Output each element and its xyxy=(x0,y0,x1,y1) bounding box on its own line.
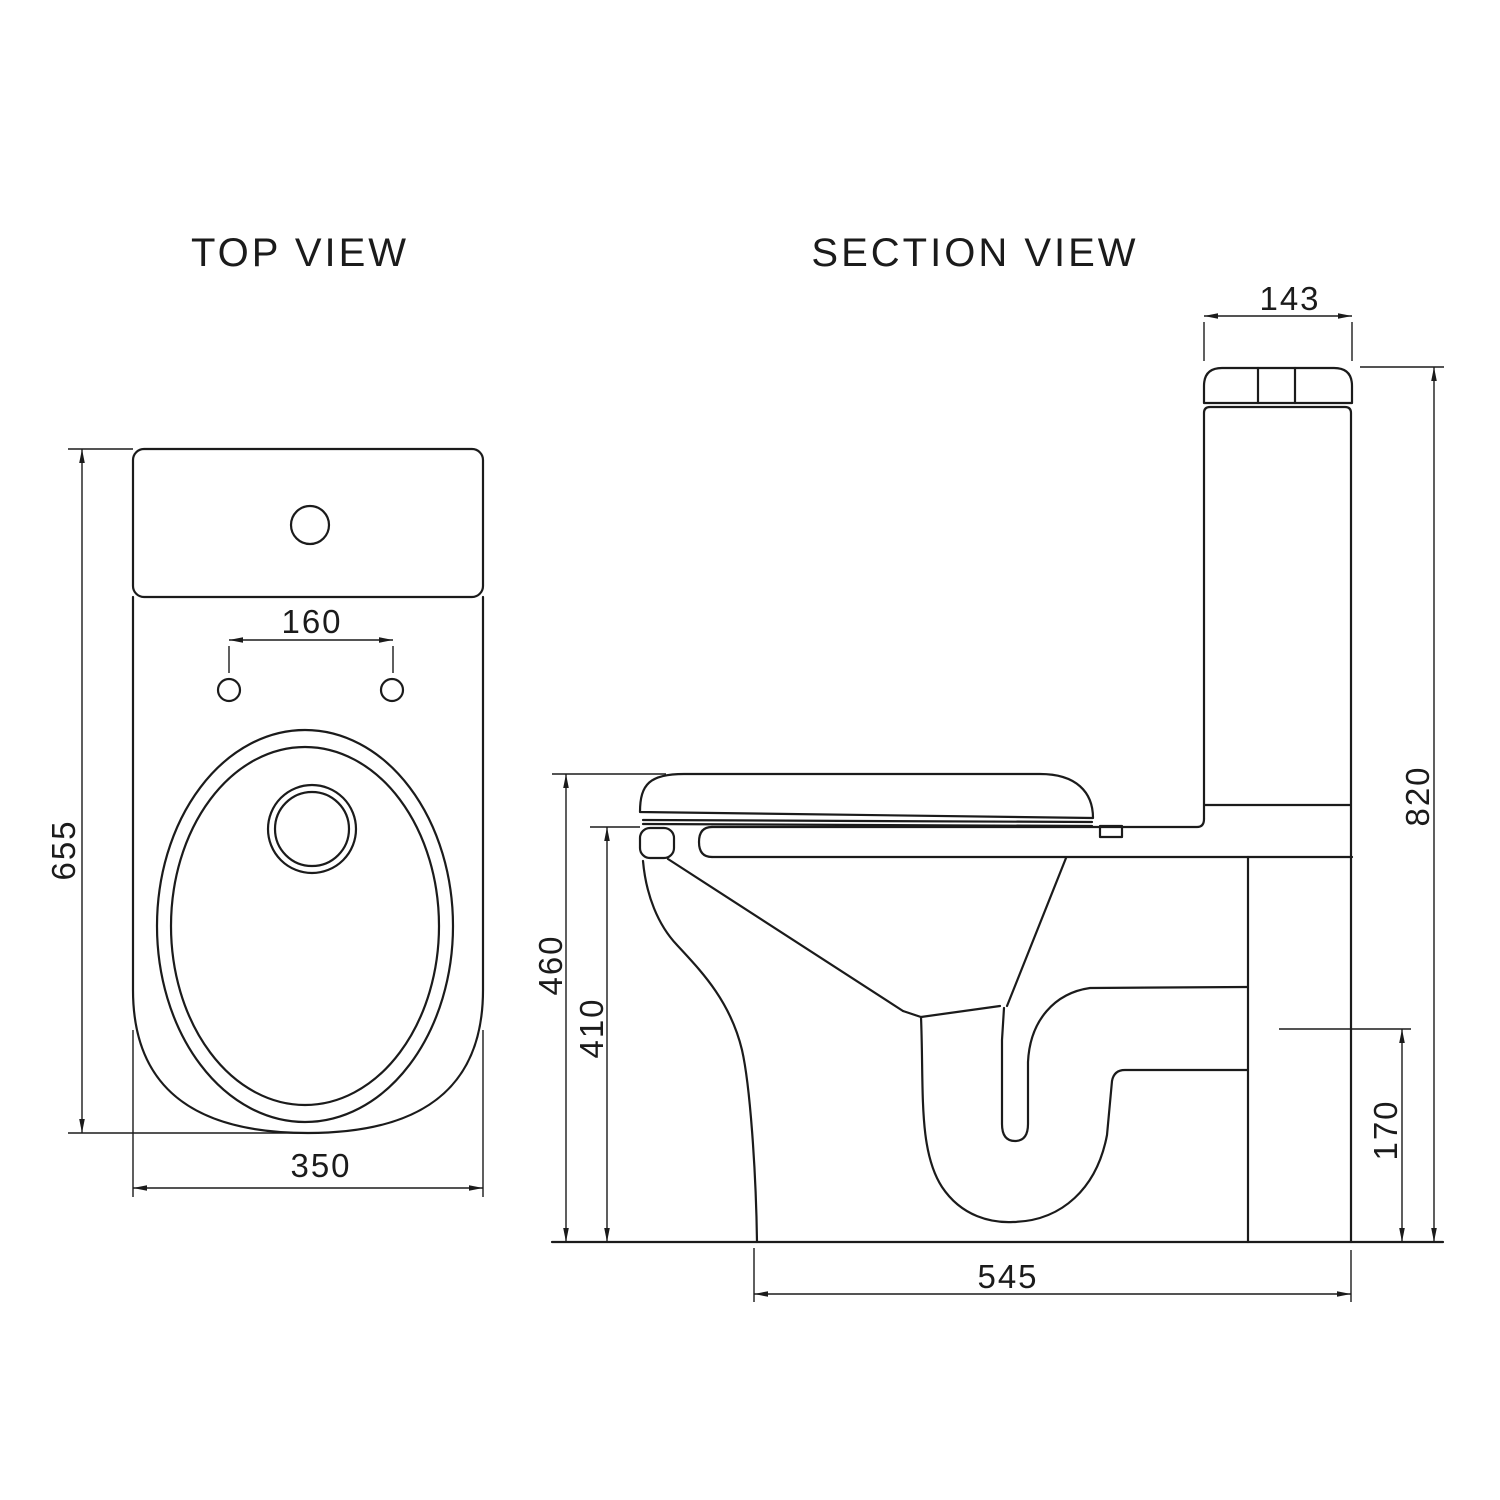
seat-lid-profile xyxy=(638,772,1095,820)
seat-fixing-hole-left xyxy=(216,677,242,703)
arrowhead-right xyxy=(379,637,393,643)
cistern-lid xyxy=(1202,366,1354,405)
arrowhead-up xyxy=(604,827,610,841)
section-view-drawing xyxy=(550,366,1445,1244)
arrowhead-left xyxy=(133,1185,147,1191)
bowl-sump xyxy=(901,1004,1002,1019)
bowl-inner-ring xyxy=(169,745,441,1107)
section-view-title: SECTION VIEW xyxy=(811,231,1138,275)
dim-label-460: 460 xyxy=(532,934,569,995)
trap-weir-tongue xyxy=(1000,985,1249,1143)
dimension-170: 170 xyxy=(1279,1028,1411,1242)
cistern-outline-top xyxy=(131,447,485,599)
seat-front-bumper xyxy=(638,826,676,860)
seat-outer-ring xyxy=(155,728,455,1124)
arrowhead-down xyxy=(604,1228,610,1242)
section-view: SECTION VIEW xyxy=(532,231,1445,1302)
rim-front-cap xyxy=(697,825,714,859)
dimension-655: 655 xyxy=(45,448,308,1134)
arrowhead-down xyxy=(1431,1228,1437,1242)
arrowhead-left xyxy=(1204,313,1218,319)
dimension-460: 460 xyxy=(532,773,666,1242)
arrowhead-left xyxy=(229,637,243,643)
arrowhead-up xyxy=(1431,367,1437,381)
dimension-820: 820 xyxy=(1360,366,1444,1242)
dim-label-143: 143 xyxy=(1259,280,1320,317)
dimension-350: 350 xyxy=(132,1030,484,1197)
rim-top-deck-line xyxy=(710,817,1206,829)
top-view: TOP VIEW 655 xyxy=(45,231,485,1197)
arrowhead-up xyxy=(563,774,569,788)
arrowhead-up xyxy=(1399,1029,1405,1043)
dimension-545: 545 xyxy=(753,1248,1352,1302)
dim-label-545: 545 xyxy=(977,1258,1038,1295)
arrowhead-right xyxy=(1338,313,1352,319)
dimension-160: 160 xyxy=(228,603,394,673)
arrowhead-right xyxy=(1337,1291,1351,1297)
arrowhead-down xyxy=(79,1119,85,1133)
dimension-143: 143 xyxy=(1203,280,1353,361)
dim-label-170: 170 xyxy=(1367,1099,1404,1160)
seat-ring-bottom xyxy=(641,822,1094,828)
dim-label-655: 655 xyxy=(45,819,82,880)
arrowhead-down xyxy=(1399,1228,1405,1242)
dim-label-160: 160 xyxy=(281,603,342,640)
arrowhead-down xyxy=(563,1228,569,1242)
seat-fixing-hole-right xyxy=(379,677,405,703)
dim-label-820: 820 xyxy=(1399,765,1436,826)
bowl-wall-left xyxy=(666,857,905,1013)
flush-button-hole xyxy=(289,504,331,546)
drain-hole-outer xyxy=(266,783,358,875)
pan-front-profile xyxy=(641,859,759,1244)
dim-label-410: 410 xyxy=(573,997,610,1058)
trap-outer-channel xyxy=(919,1015,1249,1224)
bowl-wall-right xyxy=(1005,856,1068,1008)
dim-label-350: 350 xyxy=(290,1147,351,1184)
seat-ring-top xyxy=(641,818,1094,824)
arrowhead-right xyxy=(469,1185,483,1191)
dimension-410: 410 xyxy=(573,826,640,1242)
drain-hole-inner xyxy=(273,790,351,868)
top-view-title: TOP VIEW xyxy=(191,231,409,275)
arrowhead-up xyxy=(79,449,85,463)
top-view-drawing xyxy=(131,447,485,1135)
cistern-tank-outline xyxy=(1202,405,1353,1244)
arrowhead-left xyxy=(754,1291,768,1297)
